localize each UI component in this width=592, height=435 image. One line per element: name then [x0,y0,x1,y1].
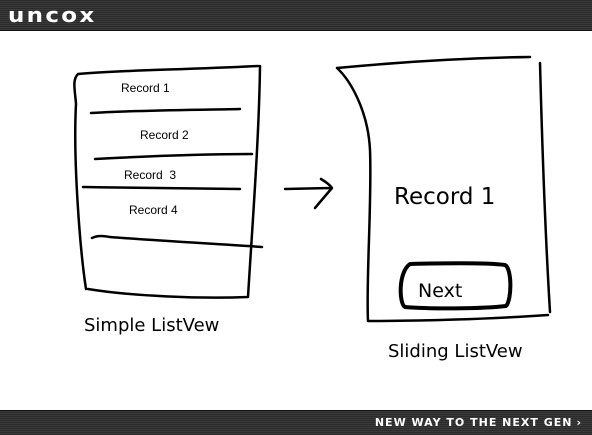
row-divider [81,185,242,191]
header-bar: uncox [0,0,592,31]
next-button-label: Next [418,280,462,302]
simple-listview: Record 1 Record 2 Record 3 Record 4 Simp… [73,64,264,336]
sliding-listview-caption: Sliding ListVew [388,341,523,362]
footer-bar: NEW WAY TO THE NEXT GEN› [0,410,592,435]
sliding-record-title: Record 1 [394,184,495,210]
simple-record-1: Record 1 [121,81,170,95]
simple-listview-outline [73,64,262,299]
right-arrow-icon [283,177,334,210]
sliding-listview-outline [335,55,552,323]
row-divider [89,107,242,115]
next-button[interactable]: Next [398,261,513,311]
row-divider [93,152,254,161]
simple-record-2: Record 2 [140,128,189,142]
chevron-right-icon: › [576,416,582,429]
simple-listview-caption: Simple ListVew [84,315,219,336]
simple-record-4: Record 4 [129,203,178,217]
simple-record-3: Record 3 [124,168,176,182]
next-button-outline [398,261,513,311]
footer-tagline: NEW WAY TO THE NEXT GEN› [375,415,582,431]
row-divider [90,234,264,249]
brand-logo: uncox [8,3,97,27]
tagline-text: NEW WAY TO THE NEXT GEN [374,416,573,429]
sliding-listview: Record 1 Next Sliding ListVew [335,55,552,362]
